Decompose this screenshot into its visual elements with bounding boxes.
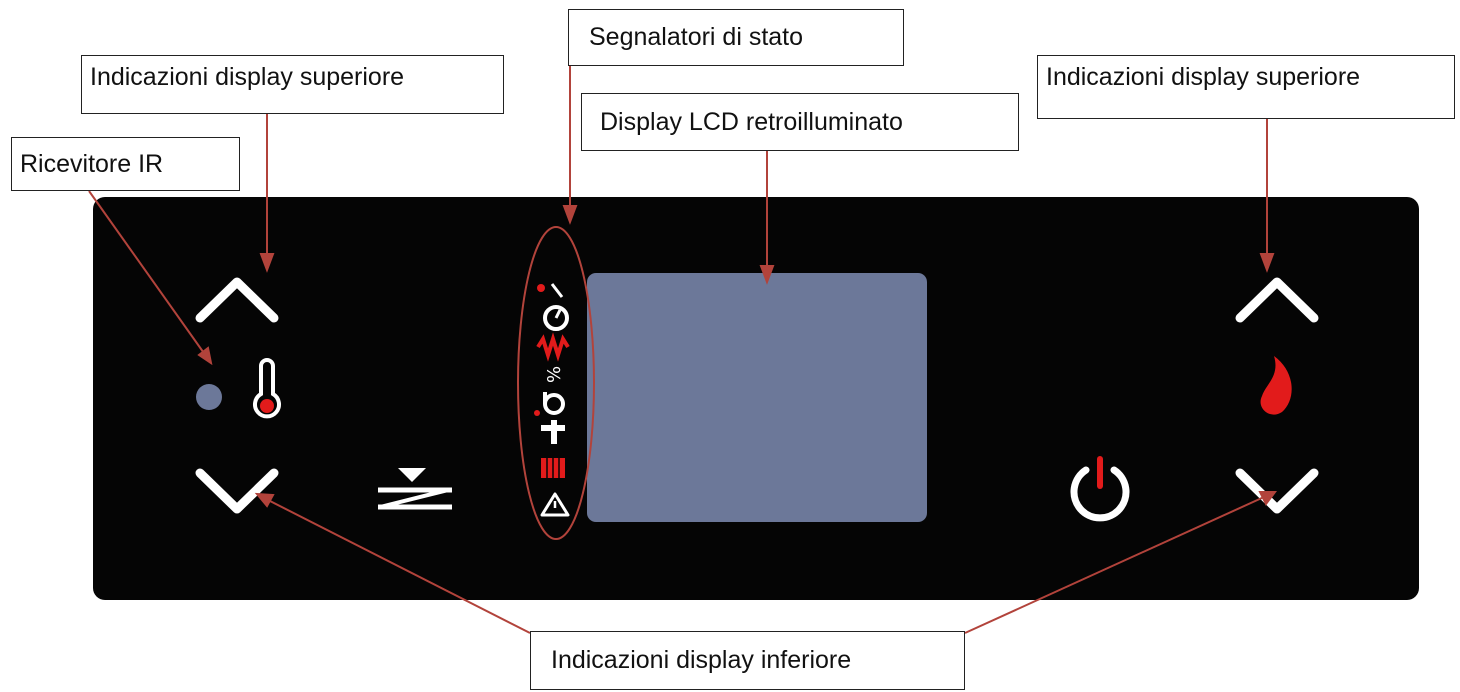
reset-icon[interactable] bbox=[378, 468, 452, 510]
flame-icon[interactable] bbox=[1260, 356, 1292, 415]
status-indicator-icons: % bbox=[534, 283, 570, 517]
status-indicators-ellipse bbox=[517, 226, 595, 540]
power-icon[interactable] bbox=[1070, 456, 1130, 522]
callout-lines bbox=[88, 65, 1277, 634]
ir-receiver-dot bbox=[196, 384, 222, 410]
label-status-indicators: Segnalatori di stato bbox=[568, 9, 904, 66]
label-lcd-display: Display LCD retroilluminato bbox=[581, 93, 1019, 151]
chevron-up-icon-left[interactable] bbox=[195, 277, 279, 323]
chevron-down-icon-right[interactable] bbox=[1235, 468, 1319, 514]
chevron-down-icon-left[interactable] bbox=[195, 468, 279, 514]
label-ir-receiver: Ricevitore IR bbox=[11, 137, 240, 191]
svg-text:%: % bbox=[544, 366, 565, 383]
thermometer-icon[interactable] bbox=[253, 358, 281, 419]
chevron-up-icon-right[interactable] bbox=[1235, 277, 1319, 323]
label-upper-display-right: Indicazioni display superiore bbox=[1037, 55, 1455, 119]
label-lower-display: Indicazioni display inferiore bbox=[530, 631, 965, 690]
label-upper-display-left: Indicazioni display superiore bbox=[81, 55, 504, 114]
lcd-display bbox=[587, 273, 927, 522]
